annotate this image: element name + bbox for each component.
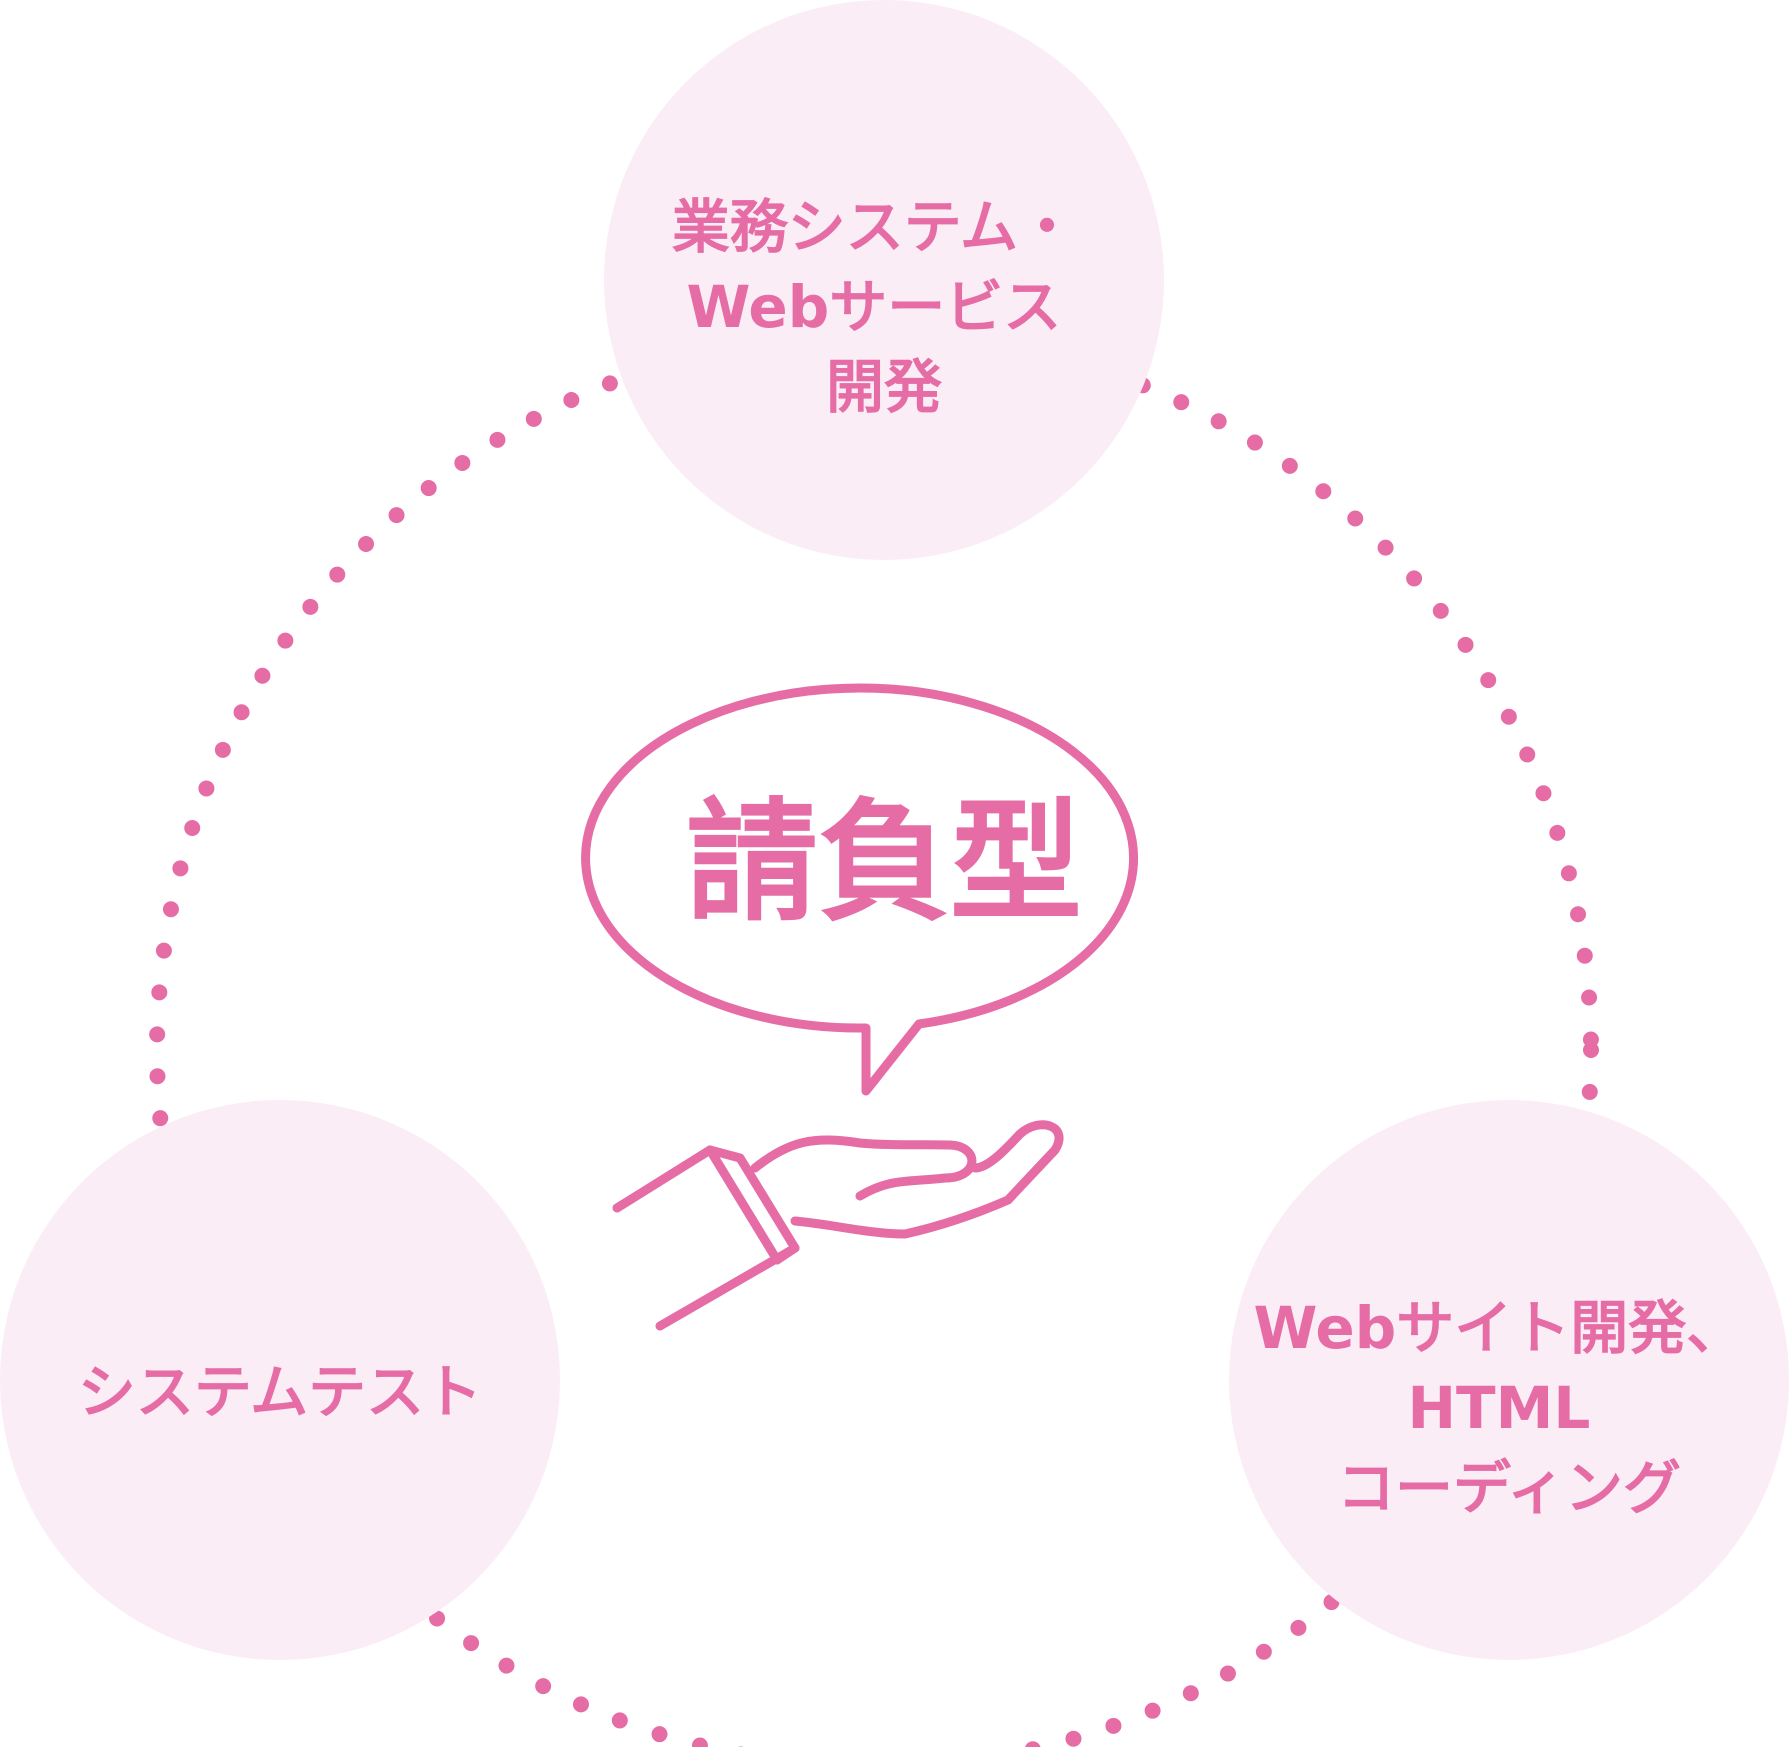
hand-with-speech-bubble-icon: 請負型 — [581, 683, 1139, 1331]
dotted-ring — [149, 325, 1599, 1747]
service-node-left-circle — [0, 1100, 560, 1660]
svg-text:システムテスト: システムテスト — [78, 1358, 482, 1426]
open-hand — [612, 1120, 1064, 1331]
service-node-top-line-1: 業務システム・ — [672, 193, 1076, 261]
service-node-right-circle — [1229, 1100, 1789, 1660]
svg-text:Webサイト開発、 HTML コーデ: Webサイト開発、 HTML コーディング — [1254, 1294, 1765, 1522]
service-node-top-line-3: 開発 — [826, 353, 943, 421]
service-node-left: システムテスト — [0, 1100, 560, 1660]
service-node-top-circle — [604, 0, 1164, 560]
service-node-right-line-3: コーディング — [1337, 1454, 1681, 1522]
service-node-right: Webサイト開発、 HTML コーディング — [1229, 1100, 1789, 1660]
service-node-left-line-1: システムテスト — [78, 1358, 482, 1426]
service-node-right-line-1: Webサイト開発、 — [1254, 1294, 1745, 1362]
svg-text:業務システム・ Webサービス 開発: 業務システム・ Webサービス 開発 — [672, 193, 1096, 421]
speech-bubble — [581, 683, 1139, 1096]
service-node-top-line-2: Webサービス — [687, 273, 1062, 341]
service-node-top: 業務システム・ Webサービス 開発 — [604, 0, 1164, 560]
service-node-right-line-2: HTML — [1408, 1374, 1591, 1442]
center-label: 請負型 — [686, 786, 1082, 940]
